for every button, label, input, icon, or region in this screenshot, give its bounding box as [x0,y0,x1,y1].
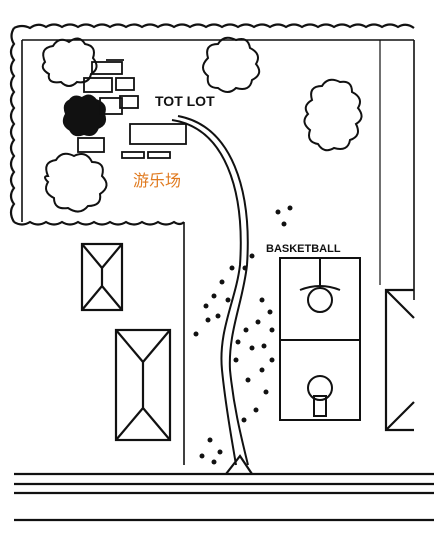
tree-icon [202,36,261,93]
basketball-label: BASKETBALL [266,243,341,255]
property-line [21,39,415,465]
tree-icon [303,78,363,152]
hedge-boundary [9,23,415,226]
basketball-court [279,257,361,421]
tree-icon [41,37,98,87]
building [384,288,415,432]
walkway [171,119,242,466]
tot-lot-equipment [62,59,187,159]
tree-cluster [41,36,363,213]
planting-dots [193,205,293,465]
building [114,328,172,442]
street [14,454,434,522]
tot-lot-chinese-label: 游乐场 [133,171,181,190]
tree-icon [44,152,108,213]
walkway-edge [177,115,249,466]
tot-lot-label: TOT LOT [155,93,215,109]
building [80,242,124,312]
